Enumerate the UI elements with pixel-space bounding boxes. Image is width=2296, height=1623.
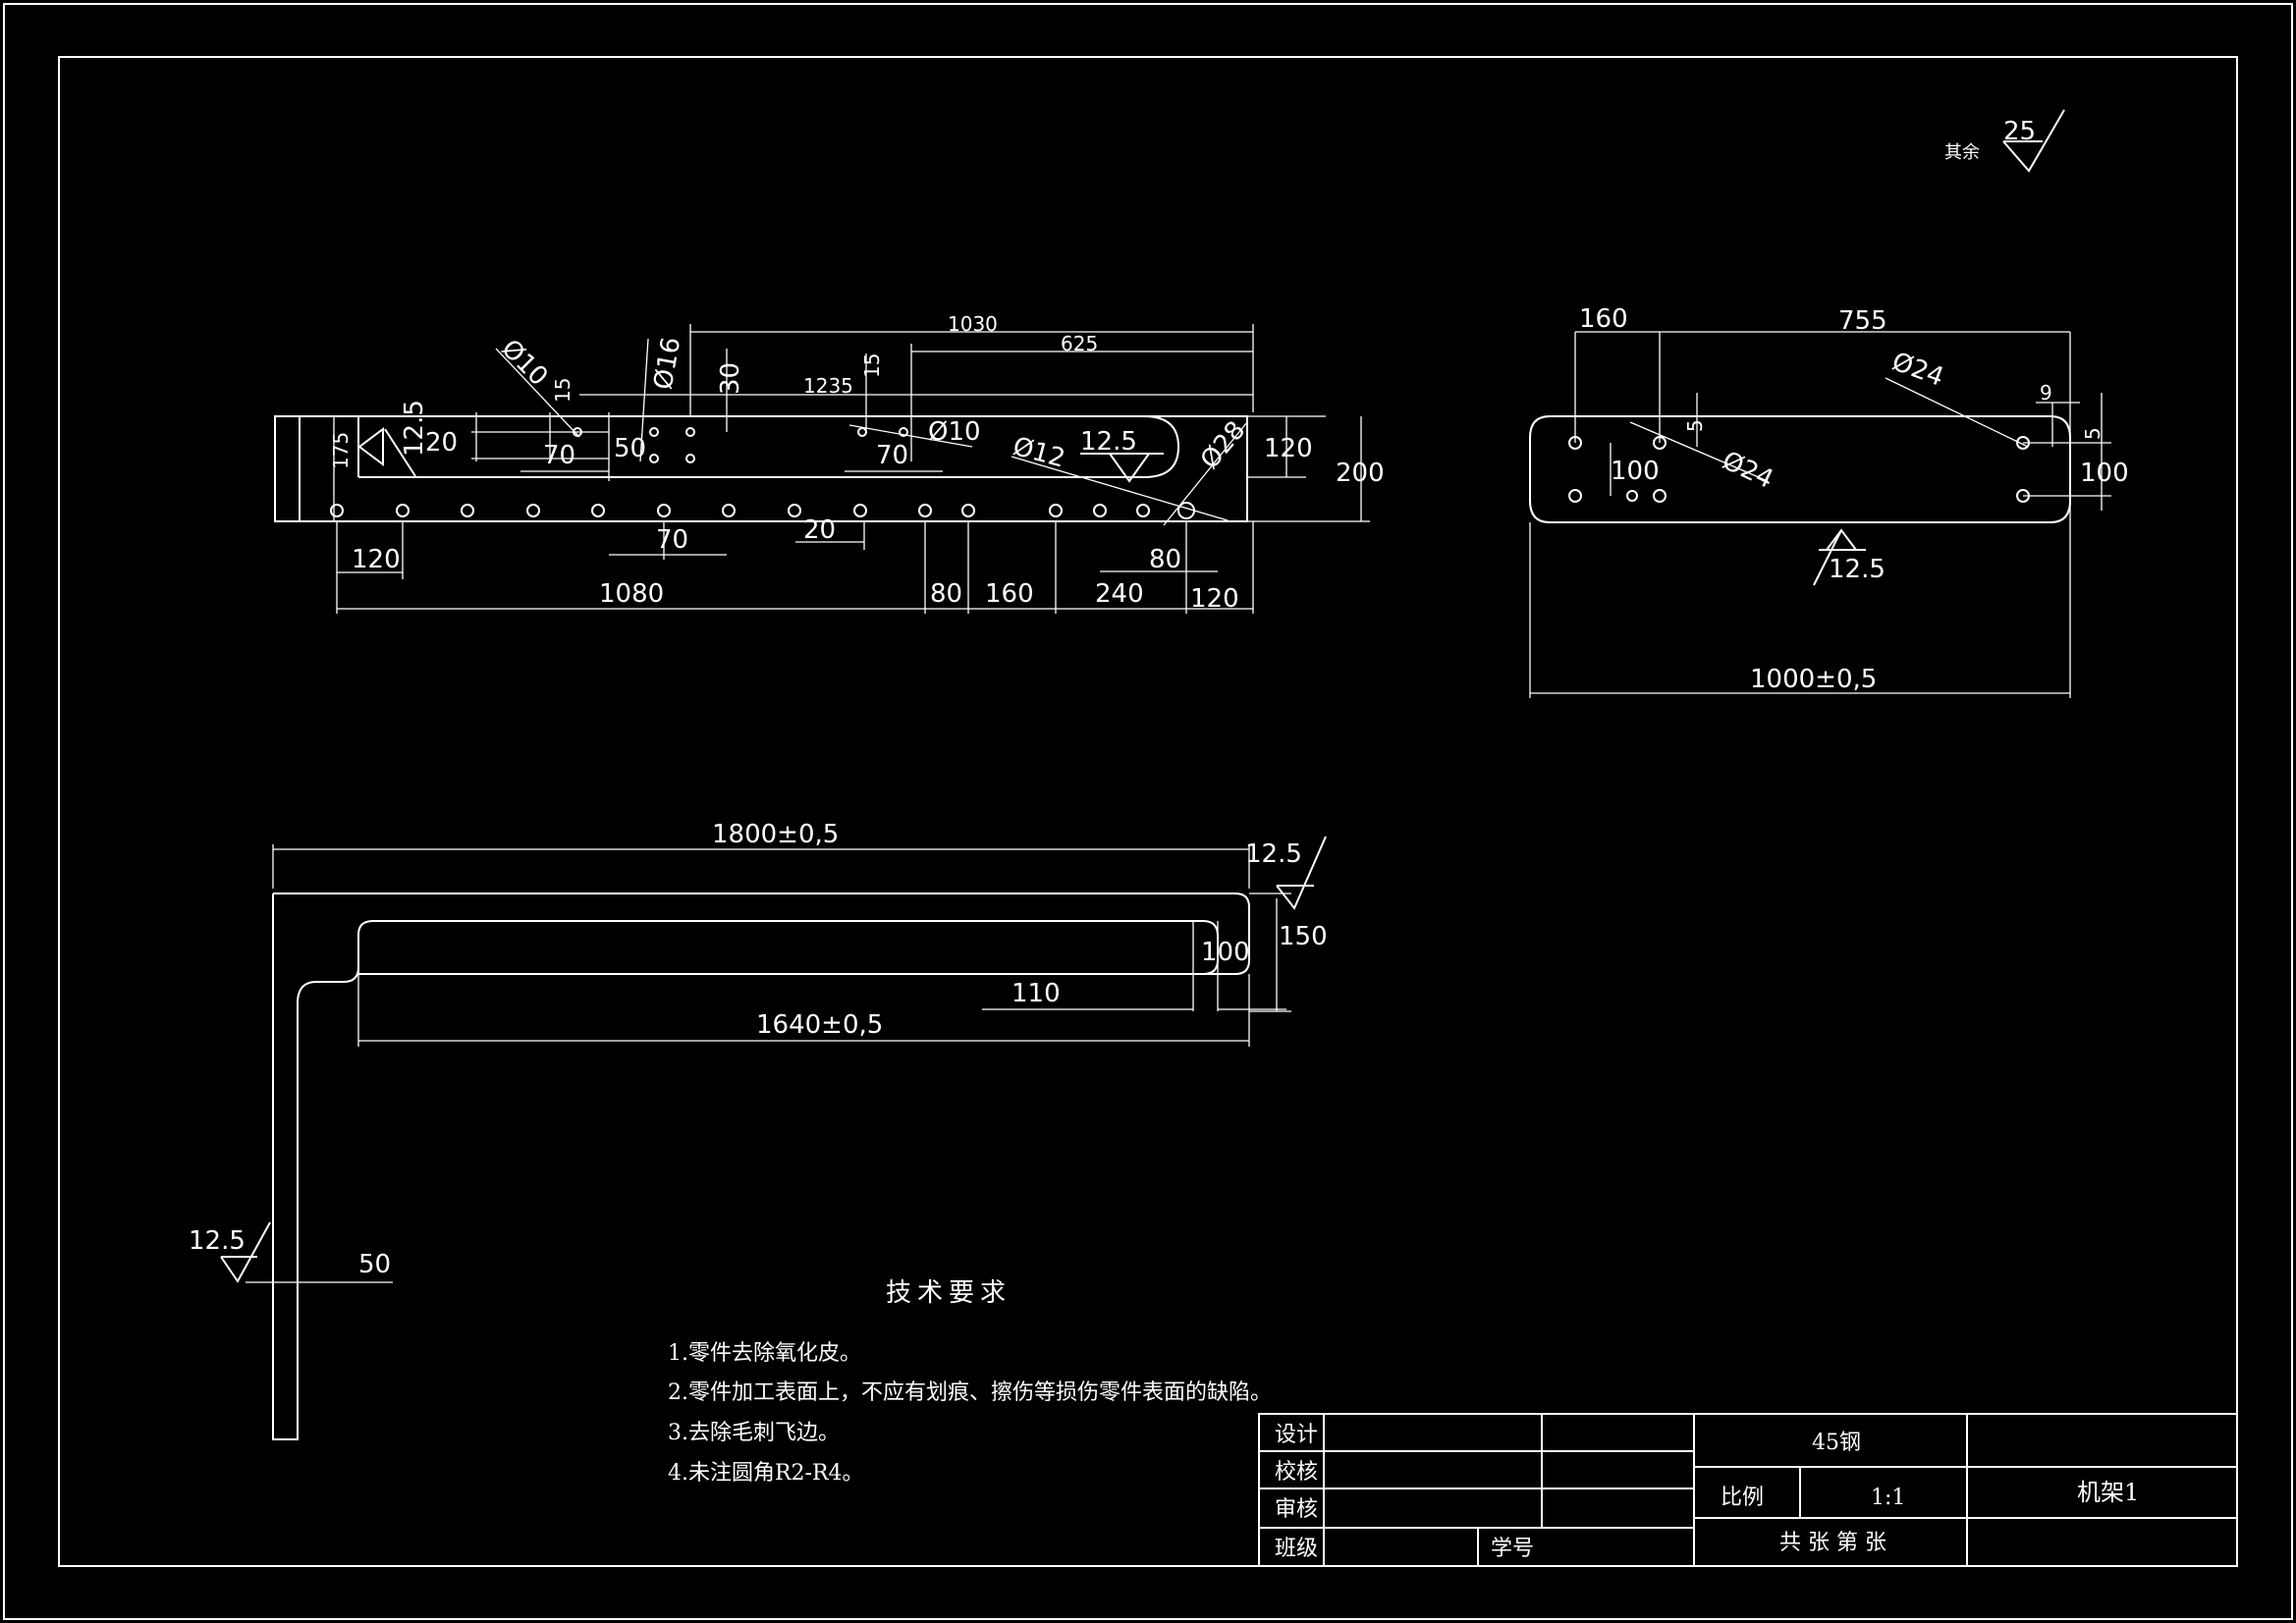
- tb-check: 校核: [1275, 1460, 1318, 1485]
- v2-dim-5b: 5: [2081, 427, 2105, 440]
- view3-profile: 1800±0,5 12.5 150 100 110 1640±0,5 12.5 …: [189, 820, 1328, 1440]
- dim-70b: 70: [876, 441, 908, 470]
- tech-item-3: 3.去除毛刺飞边。: [668, 1421, 840, 1445]
- v3-dim-110: 110: [1011, 979, 1061, 1008]
- roughness-view3-right: 12.5: [1245, 839, 1302, 869]
- tb-design: 设计: [1275, 1423, 1318, 1447]
- dim-160: 160: [985, 579, 1034, 609]
- tb-student-no: 学号: [1491, 1537, 1534, 1561]
- roughness-view1-left: 12.5: [400, 400, 429, 457]
- outer-border: [3, 3, 2293, 1620]
- dim-175: 175: [329, 432, 353, 469]
- roughness-view2-bottom: 12.5: [1829, 555, 1886, 584]
- v3-dim-100: 100: [1201, 938, 1250, 967]
- dim-20: 20: [425, 428, 458, 458]
- technical-requirements: 技术要求 1.零件去除氧化皮。 2.零件加工表面上，不应有划痕、擦伤等损伤零件表…: [668, 1278, 1272, 1486]
- dim-1080: 1080: [599, 579, 664, 609]
- dim-200: 200: [1336, 459, 1385, 488]
- roughness-view1-slot: 12.5: [1080, 427, 1137, 457]
- dim-phi16: Ø16: [648, 335, 686, 392]
- v2-dim-160: 160: [1579, 304, 1628, 334]
- dim-20-bottom: 20: [803, 515, 836, 545]
- dim-phi28: Ø28: [1195, 415, 1251, 474]
- tb-scale-label: 比例: [1721, 1486, 1764, 1510]
- tech-item-2: 2.零件加工表面上，不应有划痕、擦伤等损伤零件表面的缺陷。: [668, 1380, 1272, 1405]
- view1-top-plate: 1030 625 1235 30 15 15 Ø10 Ø16 Ø10 Ø12 Ø…: [274, 312, 1385, 614]
- dim-70-bottom: 70: [656, 525, 688, 555]
- dim-80b: 80: [930, 579, 962, 609]
- v2-dim-100a: 100: [1611, 457, 1660, 486]
- roughness-other-label: 其余: [1944, 142, 1980, 163]
- dim-15b: 15: [860, 353, 884, 378]
- roughness-view3-left: 12.5: [189, 1226, 246, 1256]
- v2-dim-1000: 1000±0,5: [1750, 665, 1877, 694]
- dim-120a: 120: [352, 545, 401, 574]
- v2-dim-phi24a: Ø24: [1888, 347, 1948, 393]
- dim-240: 240: [1095, 579, 1144, 609]
- tb-part-name: 机架1: [2077, 1479, 2139, 1506]
- tb-material: 45钢: [1812, 1431, 1861, 1455]
- dim-120-right: 120: [1264, 434, 1313, 463]
- v2-dim-100b: 100: [2080, 459, 2129, 488]
- roughness-other-value: 25: [2003, 117, 2036, 146]
- dim-1235: 1235: [803, 374, 853, 398]
- inner-border: [58, 56, 2238, 1567]
- dim-625: 625: [1061, 332, 1098, 355]
- dim-80a: 80: [1149, 545, 1181, 574]
- tb-review: 审核: [1275, 1497, 1318, 1522]
- dim-120b: 120: [1190, 584, 1239, 614]
- v3-dim-1640: 1640±0,5: [756, 1010, 883, 1040]
- v2-dim-5a: 5: [1683, 419, 1707, 432]
- v2-dim-755: 755: [1838, 306, 1887, 336]
- dim-phi12: Ø12: [1010, 432, 1068, 474]
- v3-dim-150: 150: [1279, 922, 1328, 951]
- tech-item-1: 1.零件去除氧化皮。: [668, 1341, 861, 1366]
- tb-scale-value: 1:1: [1871, 1486, 1905, 1510]
- tb-sheets: 共 张 第 张: [1779, 1531, 1886, 1555]
- dim-phi10b: Ø10: [928, 417, 981, 447]
- title-block: 设计 校核 审核 班级 学号 45钢 比例 1:1 机架1 共 张 第 张: [1258, 1413, 2238, 1567]
- dim-1030: 1030: [948, 312, 998, 336]
- view2-side-plate: 160 755 Ø24 Ø24 5 9 5 100 100 12.5 1000±…: [1529, 304, 2129, 698]
- tb-class: 班级: [1275, 1537, 1318, 1561]
- v2-dim-9: 9: [2040, 381, 2052, 405]
- tech-title: 技术要求: [886, 1278, 1011, 1308]
- v3-dim-50: 50: [358, 1250, 391, 1279]
- dim-30: 30: [716, 362, 745, 395]
- v2-dim-phi24b: Ø24: [1718, 446, 1777, 495]
- view1-holes: [330, 427, 1195, 519]
- roughness-other: 其余 25: [1944, 109, 2065, 173]
- dim-70a: 70: [543, 441, 575, 470]
- v3-dim-1800: 1800±0,5: [712, 820, 839, 849]
- tech-item-4: 4.未注圆角R2-R4。: [668, 1461, 864, 1486]
- dim-phi10a: Ø10: [495, 334, 553, 392]
- dim-50: 50: [614, 434, 646, 463]
- dim-15a: 15: [551, 378, 574, 403]
